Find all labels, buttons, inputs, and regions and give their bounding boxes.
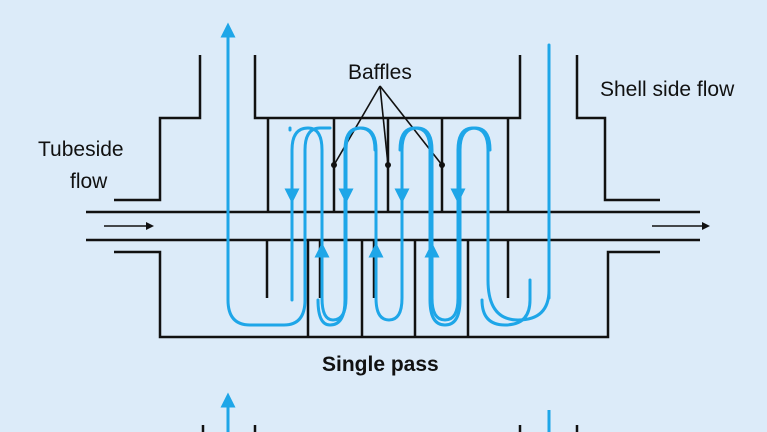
flow-arrowheads — [220, 22, 466, 265]
tube — [86, 210, 700, 242]
baffles — [265, 118, 510, 298]
shell-side-flow-label: Shell side flow — [600, 78, 735, 101]
second-diagram-partial — [201, 392, 579, 432]
single-pass-caption: Single pass — [322, 353, 439, 376]
baffles-label: Baffles — [348, 61, 412, 84]
shell-outline — [114, 55, 660, 339]
tubeside-flow-label-line2: flow — [70, 170, 108, 193]
baffles-pointer-dots — [331, 162, 445, 168]
tubeside-flow-label-line1: Tubeside — [38, 138, 124, 161]
shell-side-flow-loops — [290, 126, 551, 322]
